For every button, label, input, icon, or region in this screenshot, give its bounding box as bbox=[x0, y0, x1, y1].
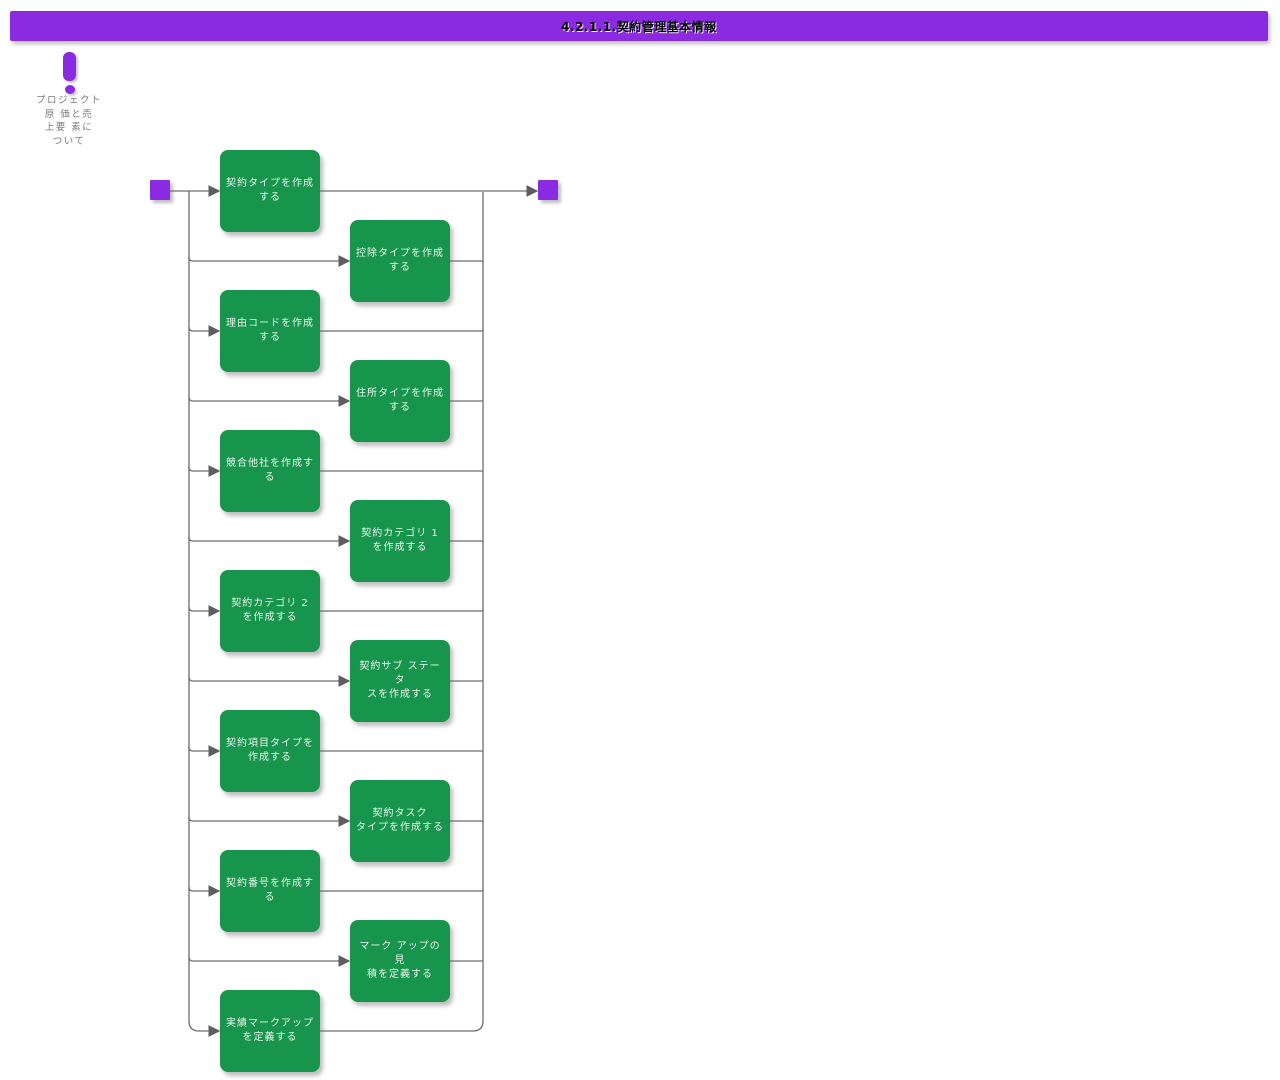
activity-node-competitor: 競合他社を作成す る bbox=[220, 430, 320, 512]
connector-branch-7 bbox=[188, 605, 221, 617]
connector-branch-6 bbox=[188, 535, 351, 547]
activity-node-contract-task-type: 契約タスク タイプを作成する bbox=[350, 780, 450, 862]
activity-node-contract-type: 契約タイプを作成 する bbox=[220, 150, 320, 232]
activity-node-markup-estimate: マーク アップの見 積を定義する bbox=[350, 920, 450, 1002]
connector-branch-11 bbox=[188, 885, 221, 897]
activity-node-contract-category-2: 契約カテゴリ 2 を作成する bbox=[220, 570, 320, 652]
page-title: 4.2.1.1.契約管理基本情報 bbox=[561, 19, 717, 34]
end-node bbox=[538, 180, 558, 200]
activity-node-actual-markup: 実績マークアップ を定義する bbox=[220, 990, 320, 1072]
start-node bbox=[150, 180, 170, 200]
exclamation-icon-dot bbox=[65, 85, 75, 94]
connector-left-rail bbox=[188, 191, 221, 1037]
connector-branch-2 bbox=[188, 255, 351, 267]
connector-branch-10 bbox=[188, 815, 351, 827]
connector-right-rail bbox=[320, 192, 484, 1032]
activity-node-contract-category-1: 契約カテゴリ 1 を作成する bbox=[350, 500, 450, 582]
activity-node-reason-code: 理由コードを作成 する bbox=[220, 290, 320, 372]
activity-node-contract-sub-status: 契約サブ ステータ スを作成する bbox=[350, 640, 450, 722]
connector-branch-3 bbox=[188, 325, 221, 337]
activity-node-contract-line-type: 契約項目タイプを 作成する bbox=[220, 710, 320, 792]
activity-node-deduction-type: 控除タイプを作成 する bbox=[350, 220, 450, 302]
exclamation-icon-bar bbox=[63, 52, 76, 81]
activity-node-contract-number: 契約番号を作成す る bbox=[220, 850, 320, 932]
activity-node-address-type: 住所タイプを作成 する bbox=[350, 360, 450, 442]
exclamation-icon bbox=[58, 52, 82, 98]
connector-branch-5 bbox=[188, 465, 221, 477]
note-text: プロジェクト 原 価と売 上要 素に ついて bbox=[35, 95, 102, 147]
connector-branch-8 bbox=[188, 675, 351, 687]
title-bar: 4.2.1.1.契約管理基本情報 bbox=[10, 11, 1268, 41]
connector-branch-12 bbox=[188, 955, 351, 967]
connector-branch-4 bbox=[188, 395, 351, 407]
connector-branch-9 bbox=[188, 745, 221, 757]
